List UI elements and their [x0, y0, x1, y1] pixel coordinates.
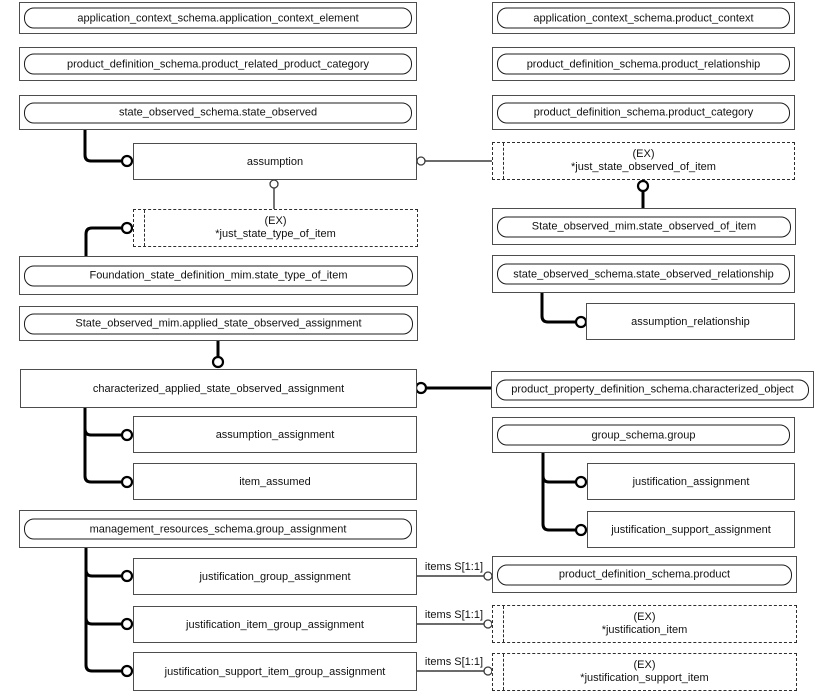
- node-characterized_applied_state_observed_assignment: characterized_applied_state_observed_ass…: [20, 369, 417, 408]
- node-group: group_schema.group: [492, 417, 795, 453]
- node-applied_state_observed_assignment: State_observed_mim.applied_state_observe…: [19, 306, 418, 341]
- relation-circle-marker: [574, 523, 588, 537]
- edge-state_observed_relationship-to-assumption_relationship: [540, 293, 576, 324]
- node-item_assumed: item_assumed: [133, 463, 417, 500]
- node-state_observed: state_observed_schema.state_observed: [19, 95, 417, 130]
- relation-circle-marker: [416, 156, 426, 166]
- node-justification_support_item: (EX)*justification_support_item: [492, 653, 797, 691]
- entity-capsule-label: product_definition_schema.product_relati…: [497, 53, 790, 75]
- relation-circle-marker: [120, 664, 134, 678]
- entity-capsule-label: management_resources_schema.group_assign…: [24, 518, 412, 540]
- edge-group-to-justification_support_assignment: [541, 453, 576, 532]
- entity-capsule-label: group_schema.group: [497, 424, 790, 446]
- node-label: (EX)*justification_support_item: [580, 659, 709, 684]
- node-justification_item_group_assignment: justification_item_group_assignment: [133, 606, 417, 643]
- relation-circle-marker: [574, 475, 588, 489]
- node-assumption: assumption: [133, 143, 417, 180]
- page-reference-inner-line: [503, 606, 504, 642]
- node-assumption_relationship: assumption_relationship: [586, 303, 795, 340]
- page-reference-inner-line: [503, 654, 504, 690]
- relation-circle-marker: [414, 381, 428, 395]
- entity-capsule-label: State_observed_mim.applied_state_observe…: [24, 313, 413, 334]
- relation-circle-marker: [120, 617, 134, 631]
- relation-circle-marker: [120, 475, 134, 489]
- entity-capsule-label: application_context_schema.application_c…: [24, 7, 412, 29]
- edge-characterized-to-assumption_assignment: [83, 408, 122, 437]
- edge-group-to-justification_assignment: [541, 453, 576, 484]
- entity-capsule-label: product_definition_schema.product: [497, 564, 792, 585]
- node-product_category: product_definition_schema.product_catego…: [492, 95, 795, 130]
- entity-capsule-label: product_property_definition_schema.chara…: [496, 379, 809, 400]
- node-just_state_observed_of_item: (EX)*just_state_observed_of_item: [492, 142, 795, 180]
- edge-cardinality-label: items S[1:1]: [424, 609, 483, 621]
- entity-capsule-label: State_observed_mim.state_observed_of_ite…: [497, 216, 791, 237]
- node-justification_assignment: justification_assignment: [587, 463, 795, 500]
- relation-circle-marker: [120, 221, 134, 235]
- relation-circle-marker: [269, 179, 279, 189]
- relation-circle-marker: [483, 571, 493, 581]
- relation-circle-marker: [120, 428, 134, 442]
- page-reference-inner-line: [503, 143, 504, 179]
- node-just_state_type_of_item: (EX)*just_state_type_of_item: [133, 209, 418, 247]
- edge-group_assignment-to-justification_support_item_group: [84, 548, 122, 673]
- entity-capsule-label: state_observed_schema.state_observed_rel…: [497, 263, 790, 285]
- entity-capsule-label: product_definition_schema.product_catego…: [497, 102, 790, 123]
- node-justification_item: (EX)*justification_item: [492, 605, 797, 643]
- node-label: justification_assignment: [632, 475, 750, 488]
- relation-circle-marker: [120, 154, 134, 168]
- entity-capsule-label: product_definition_schema.product_relate…: [24, 53, 412, 75]
- node-justification_support_item_group_assignment: justification_support_item_group_assignm…: [133, 652, 417, 691]
- node-label: assumption_assignment: [215, 428, 335, 441]
- node-state_observed_relationship: state_observed_schema.state_observed_rel…: [492, 255, 795, 293]
- node-label: (EX)*just_state_observed_of_item: [571, 148, 716, 173]
- edge-cardinality-label: items S[1:1]: [424, 656, 483, 668]
- node-label: item_assumed: [239, 475, 311, 488]
- node-product_related_product_category: product_definition_schema.product_relate…: [19, 47, 417, 81]
- node-label: justification_support_assignment: [611, 523, 771, 536]
- edge-cardinality-label: items S[1:1]: [424, 561, 483, 573]
- node-label: assumption: [246, 155, 304, 168]
- node-label: (EX)*just_state_type_of_item: [215, 215, 336, 240]
- edge-characterized-to-item_assumed: [83, 408, 122, 484]
- relation-circle-marker: [574, 315, 588, 329]
- node-product_relationship: product_definition_schema.product_relati…: [492, 47, 795, 81]
- node-justification_support_assignment: justification_support_assignment: [587, 511, 795, 548]
- entity-capsule-label: state_observed_schema.state_observed: [24, 102, 412, 123]
- node-characterized_object: product_property_definition_schema.chara…: [491, 371, 814, 408]
- relation-circle-marker: [483, 619, 493, 629]
- entity-capsule-label: application_context_schema.product_conte…: [497, 7, 790, 29]
- node-justification_group_assignment: justification_group_assignment: [133, 558, 417, 595]
- edge-group_assignment-to-justification_item_group: [84, 548, 122, 626]
- relation-circle-marker: [483, 666, 493, 676]
- relation-circle-marker: [211, 355, 225, 369]
- node-label: justification_item_group_assignment: [186, 618, 364, 631]
- node-label: characterized_applied_state_observed_ass…: [92, 382, 345, 395]
- node-state_type_of_item: Foundation_state_definition_mim.state_ty…: [19, 256, 418, 295]
- page-reference-inner-line: [144, 210, 145, 246]
- relation-circle-marker: [636, 179, 650, 193]
- node-application_context_element: application_context_schema.application_c…: [19, 2, 417, 34]
- node-label: justification_support_item_group_assignm…: [164, 665, 386, 678]
- node-product_context: application_context_schema.product_conte…: [492, 2, 795, 34]
- node-product: product_definition_schema.product: [492, 556, 797, 593]
- node-assumption_assignment: assumption_assignment: [133, 416, 417, 453]
- node-group_assignment: management_resources_schema.group_assign…: [19, 510, 417, 548]
- node-state_observed_of_item: State_observed_mim.state_observed_of_ite…: [492, 208, 796, 245]
- edge-group_assignment-to-justification_group: [84, 548, 122, 578]
- edge-state_type_of_item-to-just_state_type: [84, 226, 122, 256]
- relation-circle-marker: [120, 569, 134, 583]
- edge-state_observed-to-assumption: [83, 130, 122, 163]
- node-label: (EX)*justification_item: [601, 611, 688, 636]
- entity-capsule-label: Foundation_state_definition_mim.state_ty…: [24, 265, 413, 286]
- node-label: justification_group_assignment: [199, 570, 351, 583]
- node-label: assumption_relationship: [631, 315, 750, 328]
